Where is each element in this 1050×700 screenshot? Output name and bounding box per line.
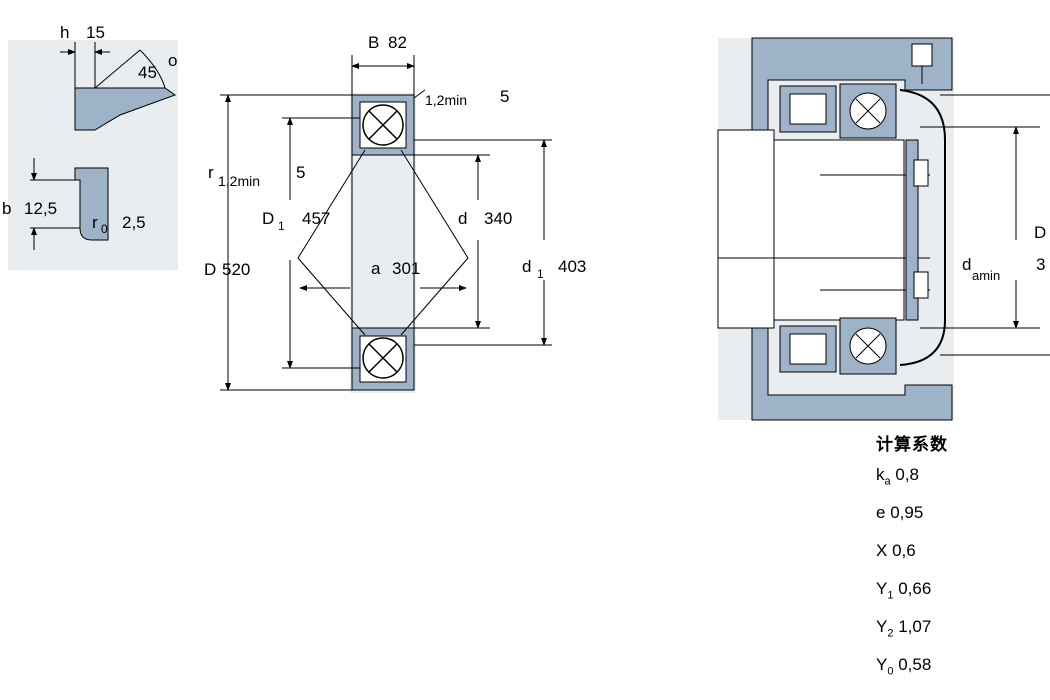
top-roller (789, 93, 827, 125)
factor-value: 0,6 (892, 541, 916, 560)
D1-label: D (262, 209, 274, 228)
factor-value: 1,07 (898, 617, 932, 636)
end-cover (899, 89, 946, 366)
shaft-body (773, 139, 905, 321)
lock-nut-bottom (913, 271, 929, 299)
r-left-value: 5 (296, 163, 305, 182)
r0-subscript: 0 (101, 222, 108, 236)
cover-bolt (911, 43, 933, 67)
D-label: D (204, 260, 216, 279)
factor-value: 0,95 (890, 503, 924, 522)
groove-profile (74, 167, 109, 241)
factor-x: X 0,6 (876, 541, 948, 579)
r-left-subscript: 1,2min (218, 173, 260, 189)
factor-value: 0,66 (898, 579, 932, 598)
shaft-end (717, 129, 775, 329)
chamfer-detail: h 15 45 o b 12,5 r 0 2,5 (2, 23, 178, 270)
b-label: b (2, 199, 11, 218)
factor-y0: Y0 0,58 (876, 655, 948, 693)
damin-value: 3 (1036, 255, 1045, 274)
bottom-ball-cross-2 (368, 343, 398, 373)
D1-subscript: 1 (278, 219, 285, 233)
calculation-factors: 计算系数 ka 0,8 e 0,95 X 0,6 Y1 0,66 Y2 1,07… (876, 430, 948, 693)
r-top-label: 1,2min (425, 92, 467, 108)
D1-value: 457 (302, 209, 330, 228)
B-value: 82 (388, 33, 407, 52)
damin-subscript: amin (972, 268, 1000, 283)
mounting-arrangement: D d amin 3 (717, 37, 1050, 421)
factor-label: Y (876, 579, 888, 598)
calculation-factors-title: 计算系数 (876, 435, 948, 454)
factor-subscript: a (884, 475, 891, 488)
d-label: d (458, 209, 467, 228)
top-ac-cross-2 (855, 98, 881, 124)
r-left-label: r (208, 163, 214, 182)
contact-line-2 (400, 149, 469, 259)
factor-label: X (876, 541, 888, 560)
factor-y1: Y1 0,66 (876, 579, 948, 617)
r0-value: 2,5 (122, 213, 146, 232)
bottom-roller (789, 333, 827, 365)
contact-line-1 (297, 149, 366, 259)
d1-subscript: 1 (537, 267, 544, 281)
D-value: 520 (222, 260, 250, 279)
d1-label: d (522, 257, 531, 276)
contact-line-4 (400, 257, 469, 336)
factor-value: 0,58 (898, 655, 932, 674)
factor-label: Y (876, 655, 888, 674)
angle-arc (139, 49, 166, 89)
factor-y2: Y2 1,07 (876, 617, 948, 655)
factor-value: 0,8 (895, 465, 919, 484)
factor-ka: ka 0,8 (876, 465, 948, 503)
lock-nut-top (913, 159, 929, 187)
B-label: B (368, 33, 379, 52)
angle-unit: o (168, 51, 177, 70)
contact-line-3 (297, 257, 366, 336)
bottom-ac-cross-2 (855, 333, 881, 359)
D-right-label: D (1034, 223, 1046, 242)
factor-subscript: 1 (887, 589, 894, 602)
factor-subscript: 2 (887, 627, 894, 640)
bearing-section: B 82 1,2min 5 D 520 r 1,2min 5 D 1 457 d… (204, 33, 586, 393)
factor-subscript: 0 (887, 665, 894, 678)
r-top-value: 5 (500, 87, 509, 106)
d1-value: 403 (558, 257, 586, 276)
a-label: a (371, 259, 381, 278)
a-value: 301 (392, 259, 420, 278)
h-label: h (60, 23, 69, 42)
top-ball-cross-2 (368, 110, 398, 140)
factor-e: e 0,95 (876, 503, 948, 541)
chamfer-angle-line (94, 49, 141, 89)
factor-label: Y (876, 617, 888, 636)
h-value: 15 (86, 23, 105, 42)
b-value: 12,5 (24, 199, 57, 218)
r0-label: r (92, 213, 98, 232)
housing-section (751, 37, 953, 421)
factor-label: e (876, 503, 886, 522)
factor-label: k (876, 465, 885, 484)
r-top-leader (413, 89, 426, 99)
damin-label: d (962, 255, 971, 274)
d-value: 340 (484, 209, 512, 228)
angle-value: 45 (138, 63, 157, 82)
